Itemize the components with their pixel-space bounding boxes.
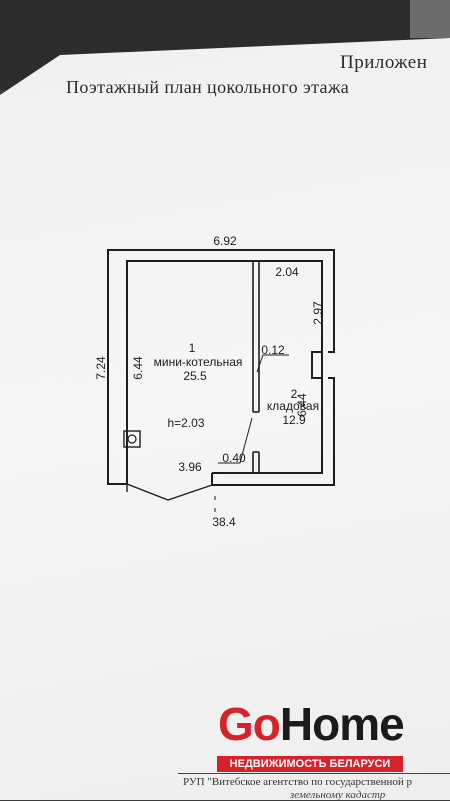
- logo-go: Go: [218, 698, 281, 750]
- dim-top: 6.92: [213, 234, 237, 248]
- background-corner: [410, 0, 450, 38]
- outer-walls: [107, 249, 335, 486]
- bottom-left-dim: 3.96: [178, 460, 202, 474]
- room2-area: 12.9: [282, 413, 306, 427]
- room2-number: 2: [291, 387, 298, 401]
- dim-right-inner: 6.44: [295, 393, 309, 417]
- room1-area: 25.5: [183, 369, 207, 383]
- room1-name: мини-котельная: [154, 355, 243, 369]
- logo-subtitle: НЕДВИЖИМОСТЬ БЕЛАРУСИ: [217, 756, 403, 772]
- total-area: 38.4: [212, 515, 236, 529]
- leader-lines: [218, 354, 289, 464]
- footer-organization: РУП "Витебское агентство по государствен…: [183, 776, 413, 788]
- footer-organization-cont: земельному кадастр: [290, 789, 386, 801]
- dim-right-top: 2.04: [275, 265, 299, 279]
- ceiling-height: h=2.03: [167, 416, 204, 430]
- room1-number: 1: [189, 341, 196, 355]
- boiler-symbol: [123, 430, 141, 448]
- dim-left-outer: 7.24: [94, 356, 108, 380]
- logo-home: Home: [279, 698, 405, 750]
- room2-name: кладовая: [267, 399, 319, 413]
- door-swing: [126, 483, 213, 501]
- footer-divider: [178, 773, 450, 774]
- wall-thickness: 0.12: [261, 343, 285, 357]
- door-width: 0.40: [222, 451, 246, 465]
- partition-wall: [252, 262, 260, 473]
- appendix-label: Приложен: [340, 52, 428, 73]
- gohome-logo: GoHome: [218, 701, 406, 747]
- plan-title: Поэтажный план цокольного этажа: [66, 77, 350, 97]
- dim-right-vertical: 2.97: [311, 301, 325, 325]
- dim-left-inner: 6.44: [131, 356, 145, 380]
